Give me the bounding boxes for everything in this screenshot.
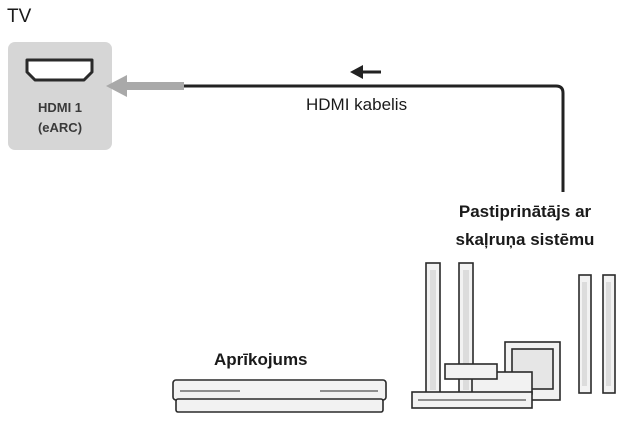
- home-theater-speaker-system-icon: [411, 262, 616, 409]
- amplifier-label-line2: skaļruņa sistēmu: [455, 230, 595, 249]
- tv-label: TV: [7, 6, 32, 27]
- connector-arrow-icon: [106, 75, 184, 97]
- amplifier-label-line1: Pastiprinātājs ar: [458, 202, 592, 221]
- hdmi-port-icon: [25, 58, 94, 82]
- set-top-box-icon: [172, 379, 387, 413]
- hdmi-port-subtitle: (eARC): [37, 120, 83, 135]
- cable-label: HDMI kabelis: [306, 95, 408, 114]
- flow-direction-arrow-icon: [350, 65, 381, 79]
- hdmi-port-name: HDMI 1: [37, 100, 83, 115]
- equipment-label: Aprīkojums: [214, 350, 308, 369]
- hdmi-cable: [183, 84, 565, 192]
